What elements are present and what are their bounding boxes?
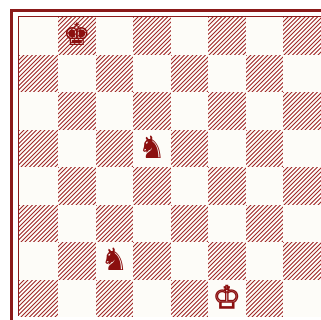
square-h8[interactable] (283, 17, 321, 55)
square-a6[interactable] (19, 92, 58, 130)
black-knight-icon[interactable]: ♞ (138, 133, 166, 164)
square-c3[interactable] (96, 205, 134, 243)
square-g2[interactable] (246, 242, 284, 280)
square-h6[interactable] (283, 92, 321, 130)
square-e4[interactable] (171, 167, 209, 205)
square-e1[interactable] (171, 280, 209, 318)
square-d4[interactable] (133, 167, 171, 205)
square-c2[interactable]: ♞ (96, 242, 134, 280)
square-h2[interactable] (283, 242, 321, 280)
square-e6[interactable] (171, 92, 209, 130)
square-f7[interactable] (208, 55, 246, 93)
square-f5[interactable] (208, 130, 246, 168)
square-e7[interactable] (171, 55, 209, 93)
square-e8[interactable] (171, 17, 209, 55)
square-g5[interactable] (246, 130, 284, 168)
square-b3[interactable] (58, 205, 96, 243)
square-f8[interactable] (208, 17, 246, 55)
square-g6[interactable] (246, 92, 284, 130)
black-king-icon[interactable]: ♚ (63, 20, 91, 51)
square-a3[interactable] (19, 205, 58, 243)
square-g4[interactable] (246, 167, 284, 205)
square-a1[interactable] (19, 280, 58, 318)
square-d1[interactable] (133, 280, 171, 318)
square-c6[interactable] (96, 92, 134, 130)
square-d3[interactable] (133, 205, 171, 243)
square-d7[interactable] (133, 55, 171, 93)
square-h4[interactable] (283, 167, 321, 205)
square-f1[interactable]: ♔ (208, 280, 246, 318)
square-b5[interactable] (58, 130, 96, 168)
square-e3[interactable] (171, 205, 209, 243)
square-b6[interactable] (58, 92, 96, 130)
square-a5[interactable] (19, 130, 58, 168)
square-e2[interactable] (171, 242, 209, 280)
square-h3[interactable] (283, 205, 321, 243)
square-g7[interactable] (246, 55, 284, 93)
chess-board: ♚ ♞ ♞ ♔ (18, 16, 321, 316)
square-b8[interactable]: ♚ (58, 17, 96, 55)
square-d6[interactable] (133, 92, 171, 130)
square-c1[interactable] (96, 280, 134, 318)
square-f4[interactable] (208, 167, 246, 205)
square-a2[interactable] (19, 242, 58, 280)
square-f3[interactable] (208, 205, 246, 243)
square-d8[interactable] (133, 17, 171, 55)
square-g3[interactable] (246, 205, 284, 243)
square-d5[interactable]: ♞ (133, 130, 171, 168)
square-g1[interactable] (246, 280, 284, 318)
square-c5[interactable] (96, 130, 134, 168)
square-g8[interactable] (246, 17, 284, 55)
square-h7[interactable] (283, 55, 321, 93)
square-b4[interactable] (58, 167, 96, 205)
square-f6[interactable] (208, 92, 246, 130)
square-h1[interactable] (283, 280, 321, 318)
square-f2[interactable] (208, 242, 246, 280)
square-b1[interactable] (58, 280, 96, 318)
square-c7[interactable] (96, 55, 134, 93)
square-b2[interactable] (58, 242, 96, 280)
square-e5[interactable] (171, 130, 209, 168)
white-king-icon[interactable]: ♔ (213, 283, 241, 314)
square-d2[interactable] (133, 242, 171, 280)
square-a8[interactable] (19, 17, 58, 55)
square-b7[interactable] (58, 55, 96, 93)
square-a4[interactable] (19, 167, 58, 205)
square-c4[interactable] (96, 167, 134, 205)
square-c8[interactable] (96, 17, 134, 55)
square-h5[interactable] (283, 130, 321, 168)
square-a7[interactable] (19, 55, 58, 93)
black-knight-icon[interactable]: ♞ (100, 245, 128, 276)
